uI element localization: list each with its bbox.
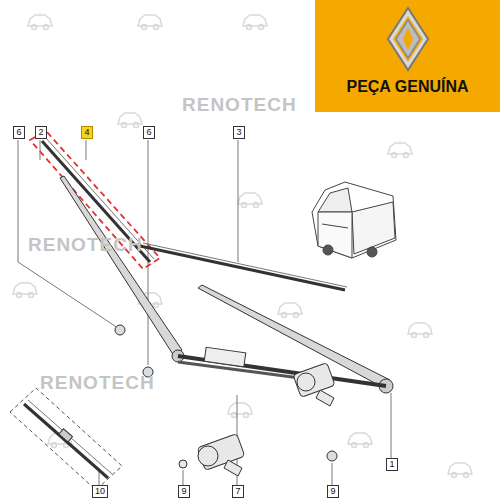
callout-number: 6 — [13, 126, 25, 139]
callout-number: 6 — [143, 126, 155, 139]
callout-number: 7 — [232, 485, 244, 498]
callout-number: 4 — [81, 126, 93, 139]
logo-caption: PEÇA GENUÍNA — [315, 72, 500, 96]
callout-number: 2 — [35, 126, 47, 139]
callout-number: 10 — [92, 485, 108, 498]
logo-panel: PEÇA GENUÍNA — [315, 0, 500, 112]
renault-logo — [373, 6, 443, 72]
callout-number: 1 — [386, 458, 398, 471]
callout-number: 9 — [327, 485, 339, 498]
watermark: RENOTECH — [182, 94, 297, 116]
callout-number: 3 — [233, 126, 245, 139]
watermark: RENOTECH — [28, 234, 143, 256]
callout-number: 9 — [178, 485, 190, 498]
watermark: RENOTECH — [40, 372, 155, 394]
